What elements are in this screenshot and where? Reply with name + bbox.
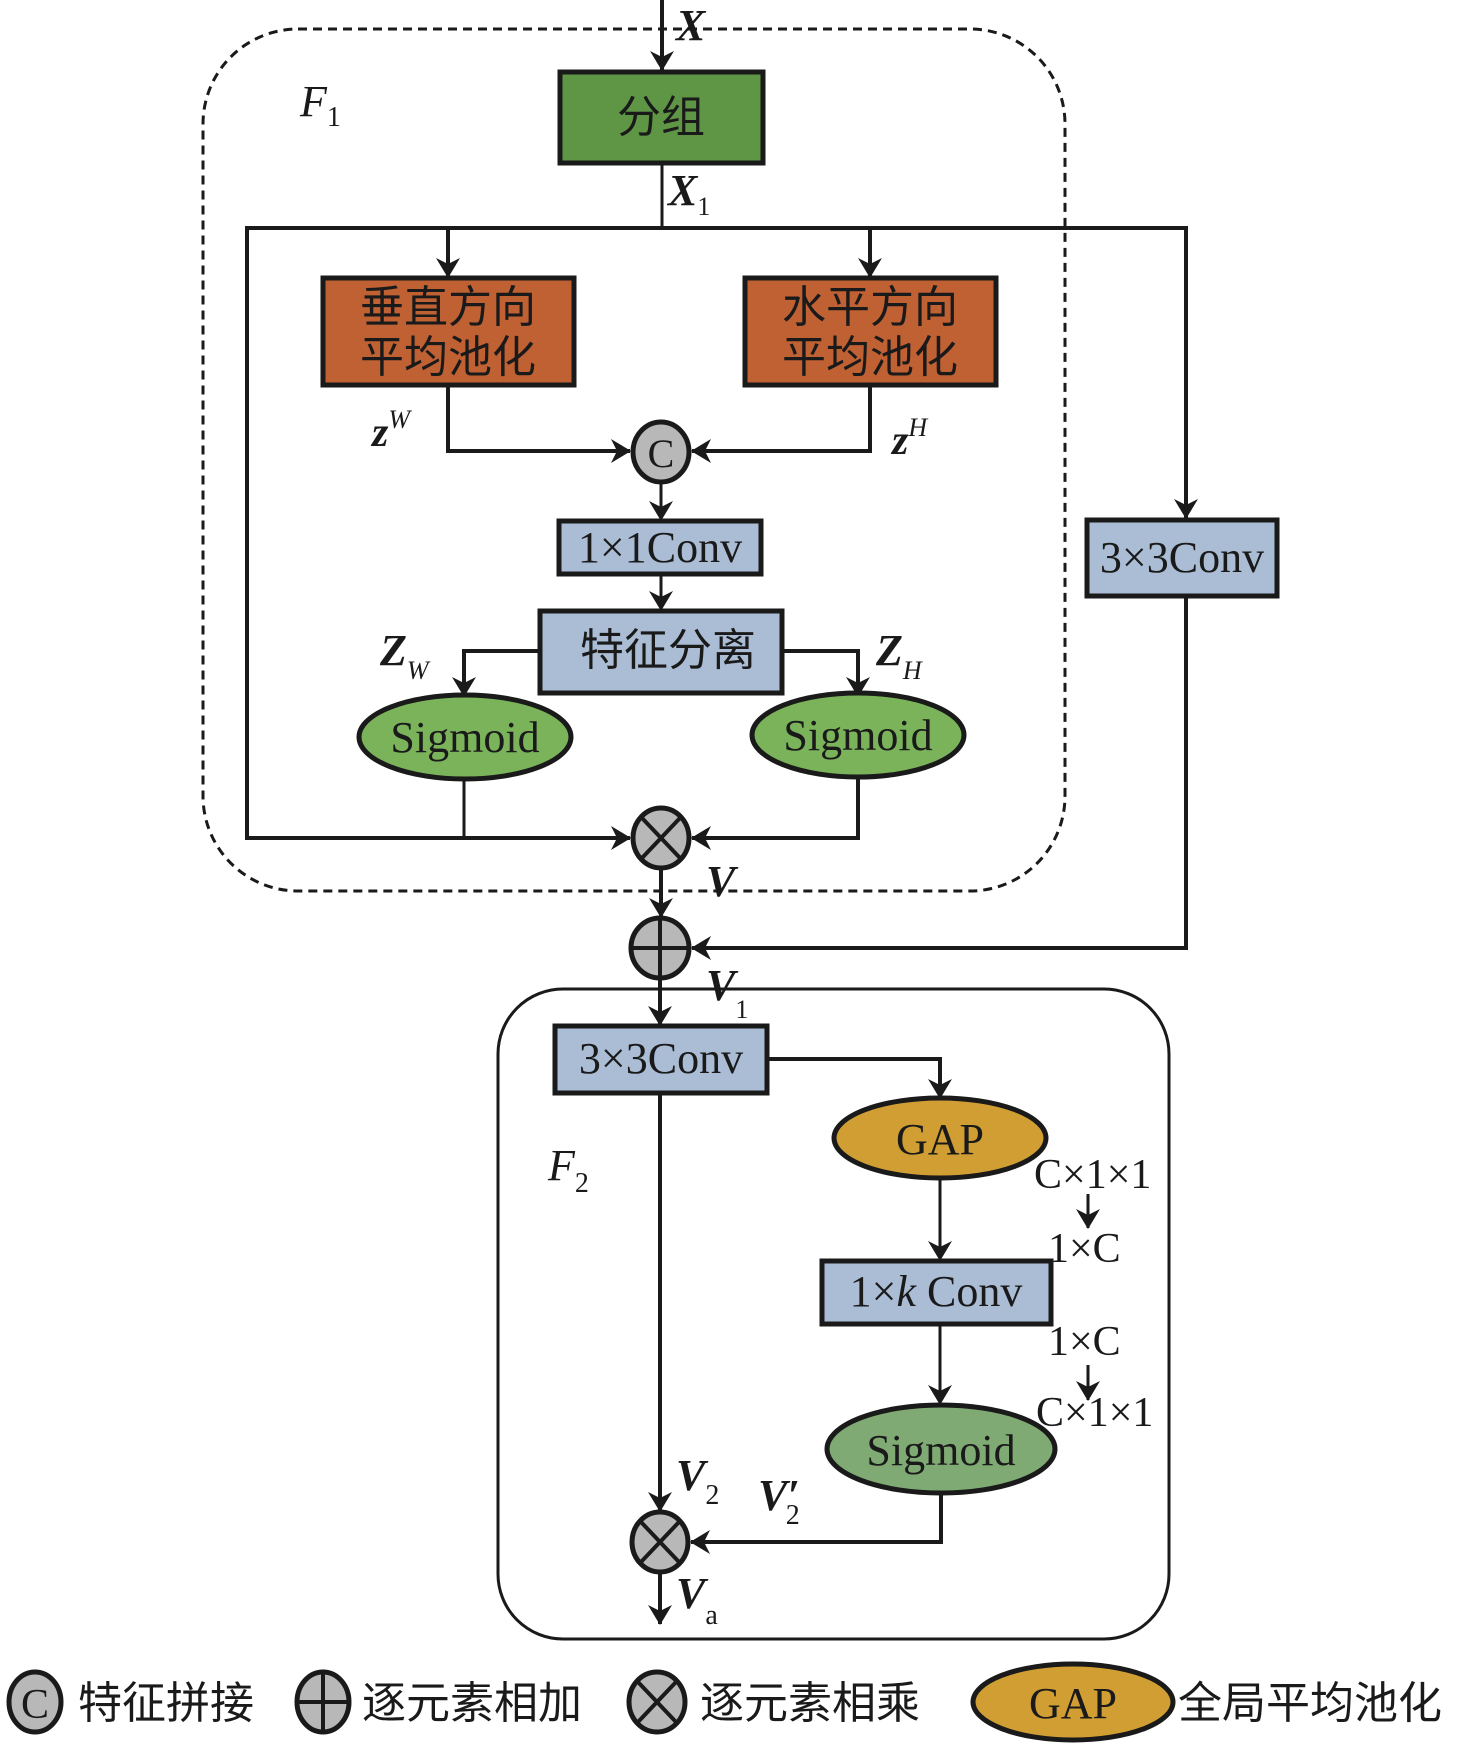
vertical-avg-pool-label-1: 垂直方向 — [360, 282, 536, 333]
v-label: V — [706, 857, 739, 906]
horizontal-avg-pool-label-1: 水平方向 — [782, 282, 958, 333]
zw-path — [446, 385, 631, 463]
legend-item-multiply: 逐元素相乘 — [626, 1669, 920, 1735]
va-label: Va — [676, 1569, 718, 1631]
zw-label: zW — [370, 405, 412, 456]
x1-label: X1 — [666, 166, 710, 221]
sigmoid-right-label: Sigmoid — [783, 711, 932, 760]
gap-label: GAP — [896, 1115, 984, 1164]
vertical-avg-pool-box[interactable] — [320, 275, 577, 388]
group-box-label: 分组 — [617, 92, 705, 143]
conv1xk-box[interactable] — [819, 1258, 1054, 1327]
conv3x3-f2-label: 3×3Conv — [579, 1034, 743, 1083]
x1-bus — [245, 226, 1188, 840]
feature-split-label: 特征分离 — [580, 625, 756, 676]
dim-label-2: 1×C — [1048, 1226, 1121, 1272]
horizontal-avg-pool-box[interactable] — [742, 275, 999, 388]
zh-path — [691, 385, 872, 463]
sigmoid-f2-label: Sigmoid — [866, 1426, 1015, 1475]
f1-label: F1 — [299, 77, 341, 133]
legend: C 特征拼接 逐元素相加 逐元素相乘 GAP 全局平均池化 — [6, 1661, 1442, 1743]
conv1x1-label: 1×1Conv — [578, 523, 742, 572]
sigmoid-left-label: Sigmoid — [390, 713, 539, 762]
horizontal-avg-pool-label-2: 平均池化 — [782, 332, 958, 383]
Zh-label: ZH — [875, 626, 923, 685]
zw-split-path — [452, 649, 540, 697]
concat-symbol: C — [648, 431, 675, 476]
conv3x3-side-label: 3×3Conv — [1100, 533, 1264, 582]
f1-region-border — [201, 27, 1067, 893]
v2-label: V2 — [676, 1451, 719, 1511]
v2-prime-label: V′2 — [758, 1471, 800, 1531]
legend-add-text: 逐元素相加 — [362, 1678, 582, 1729]
f2-label: F2 — [547, 1141, 589, 1199]
legend-item-concat: C 特征拼接 — [6, 1669, 254, 1735]
add-node[interactable] — [628, 915, 692, 981]
v2-prime-path — [690, 1493, 943, 1554]
feature-split-box[interactable] — [537, 608, 785, 696]
legend-concat-symbol: C — [21, 1682, 49, 1728]
f2-region-border — [496, 987, 1171, 1641]
v1-label: V1 — [706, 961, 748, 1024]
multiply-node-f1[interactable] — [630, 805, 692, 871]
legend-gap-symbol: GAP — [1029, 1679, 1117, 1728]
conv1x1-box[interactable] — [556, 518, 764, 577]
sigmoid-right-path — [691, 777, 860, 850]
legend-item-gap: GAP 全局平均池化 — [970, 1661, 1442, 1743]
group-box[interactable] — [557, 69, 766, 166]
conv3x3-side-box[interactable] — [1084, 517, 1280, 599]
legend-concat-text: 特征拼接 — [78, 1678, 254, 1729]
conv3x3-to-gap — [767, 1057, 952, 1099]
input-label-x: X — [674, 1, 707, 50]
conv1xk-label: 1×k Conv — [850, 1267, 1023, 1316]
dim-label-4: C×1×1 — [1036, 1390, 1153, 1436]
Zw-label: ZW — [379, 626, 431, 685]
legend-multiply-text: 逐元素相乘 — [700, 1678, 920, 1729]
zh-split-path — [782, 649, 870, 697]
dim-label-3: 1×C — [1048, 1319, 1121, 1365]
legend-gap-text: 全局平均池化 — [1178, 1678, 1442, 1729]
legend-item-add: 逐元素相加 — [294, 1669, 582, 1735]
side-branch-to-add — [691, 596, 1188, 960]
dim-label-1: C×1×1 — [1034, 1152, 1151, 1198]
multiply-node-f2[interactable] — [629, 1509, 691, 1575]
vertical-avg-pool-label-2: 平均池化 — [360, 332, 536, 383]
zh-label: zH — [890, 413, 928, 464]
